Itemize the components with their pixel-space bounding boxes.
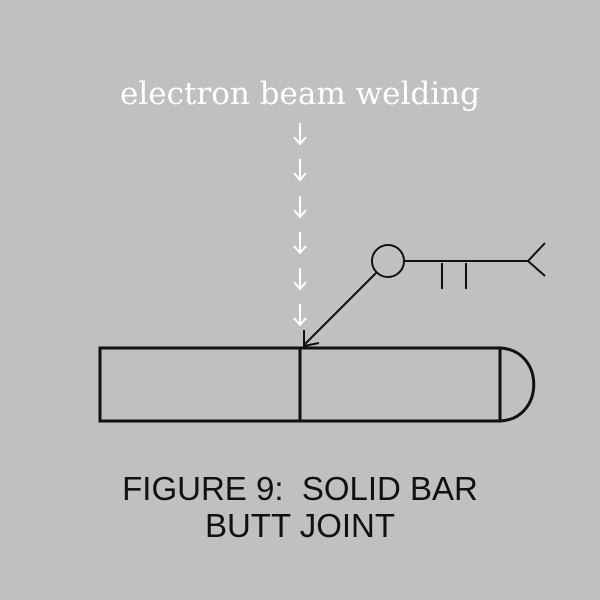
beam-arrow [293,232,307,255]
tail-upper [527,242,546,262]
solid-bar [98,346,536,423]
figure-caption: FIGURE 9: SOLID BAR BUTT JOINT [0,470,600,544]
beam-arrow [293,268,307,291]
tail-lower [527,260,546,277]
beam-label: electron beam welding [119,76,480,112]
beam-arrow [293,304,307,327]
welding-symbol [303,242,546,348]
beam-arrow [293,123,307,146]
caption-line-1: FIGURE 9: SOLID BAR [122,470,478,507]
leader-arrowhead [303,330,320,348]
beam-arrow [293,159,307,182]
beam-arrow [293,196,307,219]
leader-line [303,271,378,346]
electron-beam-arrows [293,123,307,327]
caption-line-2: BUTT JOINT [204,507,396,544]
bar-rounded-end [499,346,536,423]
